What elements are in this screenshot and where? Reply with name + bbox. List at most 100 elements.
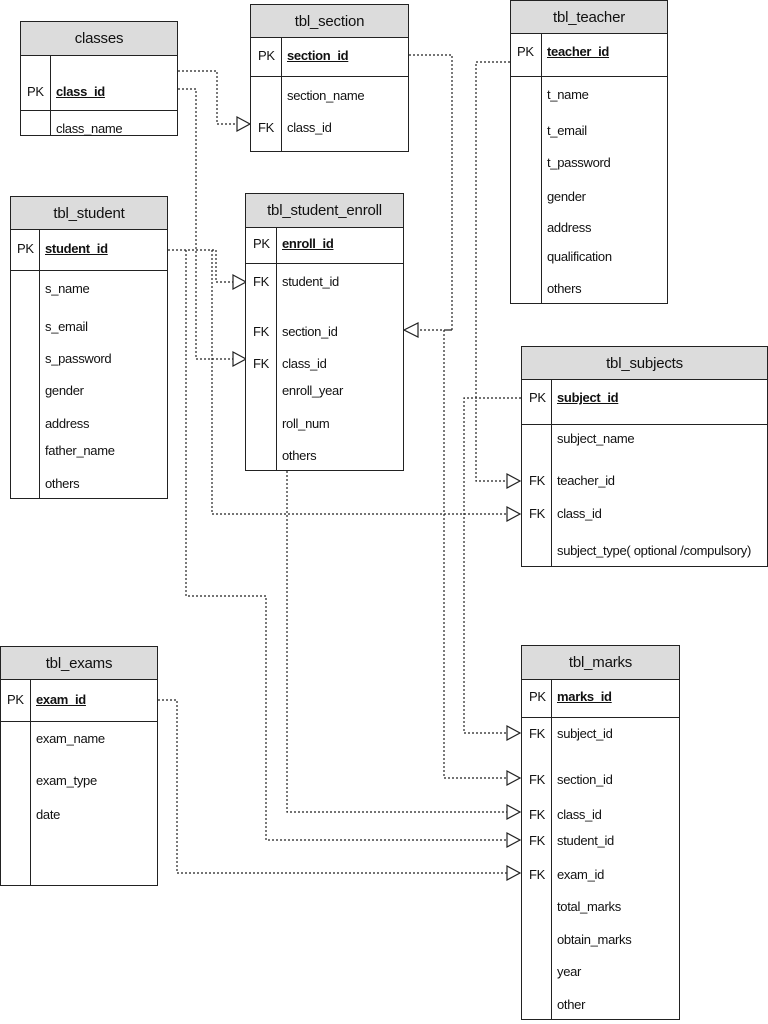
relation-line-section-to-enroll [409,54,453,331]
field-father-name: father_name [45,443,115,458]
table-classes: classes PK class_id class_name [20,21,178,136]
key-label: FK [253,356,270,371]
field-total-marks: total_marks [557,899,621,914]
table-tbl-teacher: tbl_teacher PK teacher_id t_name t_email… [510,0,668,304]
pk-section [1,679,157,722]
table-title: tbl_teacher [511,1,667,34]
key-column-divider [39,229,40,498]
table-title: classes [21,22,177,56]
table-tbl-student-enroll: tbl_student_enroll PK enroll_id FK stude… [245,193,404,471]
field-subject-name: subject_name [557,431,635,446]
field-exam-id: exam_id [557,867,605,882]
key-label: FK [529,807,546,822]
relation-arrowhead-teacher-to-subjects [506,472,522,490]
field-class-id: class_id [56,84,105,99]
key-label: FK [258,120,275,135]
key-label: FK [529,473,546,488]
relation-line-classes-to-marks [185,250,507,841]
field-other: other [557,997,586,1012]
field-subject-id: subject_id [557,390,619,405]
pk-section [21,55,177,111]
field-class-name: class_name [56,121,123,136]
field-section-name: section_name [287,88,365,103]
field-others: others [547,281,582,296]
key-label: PK [253,236,270,251]
table-title: tbl_section [251,5,408,38]
relation-arrowhead-classes-to-marks [506,831,522,849]
field-section-id: section_id [557,772,613,787]
key-column-divider [541,33,542,303]
pk-section [522,679,679,718]
table-title: tbl_subjects [522,347,767,380]
field-section-id: section_id [287,48,349,63]
field-class-id: class_id [557,807,602,822]
field-s-name: s_name [45,281,90,296]
field-class-id: class_id [287,120,332,135]
table-tbl-subjects: tbl_subjects PK subject_id subject_name … [521,346,768,567]
pk-section [11,229,167,271]
relation-arrowhead-section-to-marks [506,769,522,787]
field-student-id: student_id [557,833,614,848]
table-tbl-section: tbl_section PK section_id section_name F… [250,4,409,152]
relation-line-subjects-to-marks [463,397,521,734]
key-label: FK [253,324,270,339]
field-enroll-id: enroll_id [282,236,334,251]
field-section-id: section_id [282,324,338,339]
field-marks-id: marks_id [557,689,612,704]
key-column-divider [281,37,282,151]
field-s-password: s_password [45,351,112,366]
pk-section [246,227,403,264]
field-enroll-year: enroll_year [282,383,344,398]
field-subject-id: subject_id [557,726,613,741]
field-roll-num: roll_num [282,416,330,431]
relation-arrowhead-student-to-subjects [506,505,522,523]
relation-line-student-to-subjects [211,250,507,515]
key-column-divider [30,679,31,885]
key-column-divider [551,679,552,1019]
field-t-email: t_email [547,123,587,138]
relation-line-student-to-enroll [168,249,233,283]
key-label: FK [529,833,546,848]
key-label: FK [253,274,270,289]
field-others: others [45,476,80,491]
field-teacher-id: teacher_id [547,44,610,59]
field-t-password: t_password [547,155,611,170]
key-label: PK [529,390,546,405]
table-tbl-exams: tbl_exams PK exam_id exam_name exam_type… [0,646,158,886]
field-exam-name: exam_name [36,731,105,746]
relation-arrowhead-classes-to-section [236,115,252,133]
relation-arrowhead-subjects-to-marks [506,724,522,742]
table-tbl-marks: tbl_marks PK marks_id FK subject_id FK s… [521,645,680,1020]
table-title: tbl_marks [522,646,679,680]
pk-section [511,33,667,77]
field-obtain-marks: obtain_marks [557,932,632,947]
field-others: others [282,448,317,463]
relation-line-classes-to-enroll [178,88,233,360]
key-label: FK [529,506,546,521]
relation-line-classes-to-section [178,70,237,125]
table-title: tbl_student [11,197,167,230]
relation-line-exams-to-marks [158,699,507,874]
relation-line-section-to-marks [443,329,507,779]
pk-section [251,37,408,77]
relation-arrowhead-student-to-marks [506,803,522,821]
field-exam-type: exam_type [36,773,97,788]
key-label: FK [529,867,546,882]
key-label: FK [529,772,546,787]
key-label: FK [529,726,546,741]
field-class-id: class_id [557,506,602,521]
key-label: PK [17,241,34,256]
field-t-name: t_name [547,87,589,102]
key-column-divider [50,55,51,135]
field-exam-id: exam_id [36,692,86,707]
pk-section [522,379,767,425]
field-year: year [557,964,582,979]
key-label: PK [258,48,275,63]
field-student-id: student_id [282,274,339,289]
key-label: PK [517,44,534,59]
table-tbl-student: tbl_student PK student_id s_name s_email… [10,196,168,499]
field-teacher-id: teacher_id [557,473,615,488]
field-gender: gender [547,189,586,204]
relation-arrowhead-classes-to-enroll [232,350,248,368]
